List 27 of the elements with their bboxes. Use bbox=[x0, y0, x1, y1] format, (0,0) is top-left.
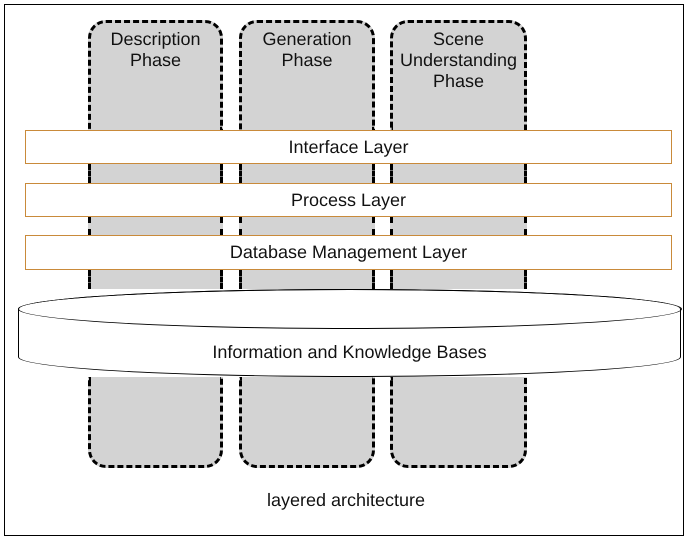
database-cylinder bbox=[18, 289, 681, 377]
phase-column bbox=[88, 377, 223, 468]
phase-column bbox=[88, 217, 223, 235]
phase-column bbox=[390, 20, 527, 130]
phase-column bbox=[239, 270, 375, 289]
layer-bar bbox=[25, 183, 672, 217]
column-title: Generation Phase bbox=[261, 29, 353, 71]
phase-column bbox=[88, 164, 223, 183]
column-title: Description Phase bbox=[109, 29, 202, 71]
layer-title: Interface Layer bbox=[288, 136, 409, 158]
phase-column bbox=[88, 270, 223, 289]
column-title: Scene Understanding Phase bbox=[398, 29, 518, 92]
phase-column bbox=[390, 164, 527, 183]
layer-bar bbox=[25, 235, 672, 270]
layer-bar bbox=[25, 130, 672, 164]
caption-text: layered architecture bbox=[266, 490, 426, 511]
phase-column bbox=[239, 20, 375, 130]
phase-column bbox=[390, 217, 527, 235]
layer-title: Database Management Layer bbox=[230, 242, 468, 263]
phase-column bbox=[88, 20, 223, 130]
phase-column bbox=[239, 217, 375, 235]
cylinder-label: Information and Knowledge Bases bbox=[212, 342, 487, 362]
phase-column bbox=[239, 377, 375, 468]
phase-column bbox=[390, 377, 527, 468]
layer-title: Process Layer bbox=[290, 190, 406, 210]
phase-column bbox=[239, 164, 375, 183]
phase-column bbox=[390, 270, 527, 289]
